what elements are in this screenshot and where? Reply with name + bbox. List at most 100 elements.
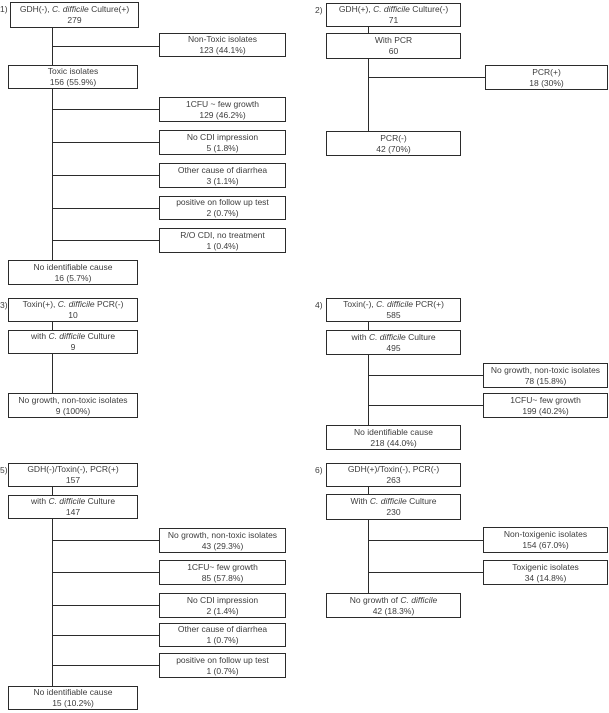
box-value: 16 (5.7%) — [54, 272, 92, 283]
connector-line — [368, 520, 369, 593]
connector-line — [52, 208, 159, 209]
box-value: 263 — [386, 475, 401, 485]
box-value: 156 (55.9%) — [49, 77, 97, 87]
box-value: 2 (1.4%) — [206, 605, 239, 616]
connector-line — [52, 46, 159, 47]
box-label: positive on follow up test — [176, 197, 269, 207]
box-label: No identifiable cause — [33, 687, 113, 697]
box-label: Toxic isolates — [47, 66, 99, 76]
box-label: No growth, non-toxic isolates — [167, 529, 278, 540]
box-value: 5 (1.8%) — [206, 142, 239, 153]
box-label: with C. difficile Culture — [351, 331, 436, 342]
box-value: 129 (46.2%) — [199, 109, 246, 120]
flow-box: Toxin(-), C. difficile PCR(+)585 — [326, 298, 461, 322]
box-label: With C. difficile Culture — [350, 496, 437, 506]
connector-line — [368, 355, 369, 425]
italic-species-name: C. difficile — [48, 331, 86, 341]
box-value: 9 (100%) — [55, 405, 91, 416]
box-label: PCR(-) — [380, 132, 407, 143]
box-value: 42 (70%) — [376, 143, 411, 154]
box-label: No CDI impression — [186, 131, 259, 142]
box-value: 1 (0.7%) — [206, 635, 239, 645]
connector-line — [52, 89, 53, 260]
box-label: No identifiable cause — [33, 261, 113, 272]
panel-label: 5) — [0, 465, 8, 475]
panel-label: 6) — [315, 465, 323, 475]
box-value: 218 (44.0%) — [370, 437, 417, 448]
box-label: PCR(+) — [532, 66, 561, 77]
box-label: No identifiable cause — [354, 426, 433, 437]
connector-line — [52, 487, 53, 495]
box-value: 1 (0.4%) — [206, 240, 239, 251]
panel-label: 1) — [0, 4, 8, 14]
box-label: GDH(+), C. difficile Culture(-) — [338, 4, 449, 14]
box-label: with C. difficile Culture — [30, 496, 116, 506]
box-label: Non-toxigenic isolates — [503, 529, 588, 539]
box-value: 34 (14.8%) — [524, 572, 567, 583]
connector-line — [52, 322, 53, 330]
box-value: 78 (15.8%) — [524, 375, 567, 386]
box-value: 147 — [65, 507, 81, 517]
italic-species-name: C. difficile — [400, 594, 438, 605]
box-value: 1 (0.7%) — [206, 665, 239, 676]
box-value: 2 (0.7%) — [206, 208, 239, 218]
box-label: GDH(-), C. difficile Culture(+) — [19, 4, 130, 14]
italic-species-name: C. difficile — [48, 496, 86, 506]
box-value: 230 — [386, 507, 401, 517]
box-value: 85 (57.8%) — [201, 572, 244, 583]
connector-line — [52, 175, 159, 176]
box-value: 585 — [386, 310, 401, 320]
connector-line — [368, 322, 369, 330]
box-value: 71 — [388, 15, 399, 25]
connector-line — [368, 375, 483, 376]
box-label: Toxigenic isolates — [512, 561, 579, 572]
italic-species-name: C. difficile — [57, 299, 95, 309]
connector-line — [52, 540, 159, 541]
connector-line — [368, 59, 369, 131]
flow-box: Toxin(+), C. difficile PCR(-)10 — [8, 298, 138, 322]
connector-line — [52, 142, 159, 143]
box-label: No growth of C. difficile — [349, 594, 438, 605]
box-value: 279 — [67, 15, 82, 25]
connector-line — [52, 605, 159, 606]
box-label: positive on follow up test — [176, 654, 269, 665]
box-label: 1CFU ~ few growth — [186, 98, 259, 109]
box-label: Non-Toxic isolates — [188, 34, 257, 44]
panel-label: 3) — [0, 300, 8, 310]
box-label: GDH(+)/Toxin(-), PCR(-) — [347, 464, 440, 474]
flow-box: GDH(+)/Toxin(-), PCR(-)263 — [326, 463, 461, 487]
flow-box: GDH(-)/Toxin(-), PCR(+)157 — [8, 463, 138, 487]
italic-species-name: C. difficile — [51, 4, 89, 14]
panel-label: 4) — [315, 300, 323, 310]
connector-line — [368, 77, 485, 78]
box-value: 18 (30%) — [529, 77, 564, 88]
connector-line — [368, 487, 369, 494]
connector-line — [52, 572, 159, 573]
connector-line — [368, 540, 483, 541]
italic-species-name: C. difficile — [369, 496, 407, 506]
box-label: Other cause of diarrhea — [177, 624, 268, 634]
italic-species-name: C. difficile — [368, 331, 406, 342]
italic-species-name: C. difficile — [373, 4, 410, 14]
connector-line — [368, 405, 483, 406]
connector-line — [52, 635, 159, 636]
box-label: GDH(-)/Toxin(-), PCR(+) — [27, 464, 119, 474]
box-label: with C. difficile Culture — [30, 331, 116, 341]
box-label: 1CFU~ few growth — [510, 394, 581, 405]
